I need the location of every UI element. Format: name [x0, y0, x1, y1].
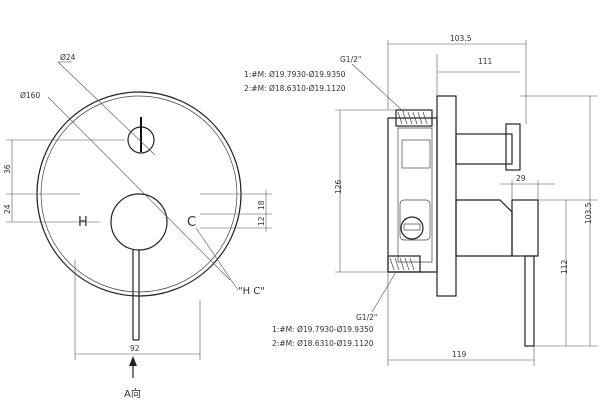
side-cover-plate	[436, 95, 457, 297]
dia160-label: Ø160	[20, 91, 40, 100]
dim-126-label: 126	[334, 179, 343, 194]
dim-92-label: 92	[130, 344, 140, 353]
mixer-handle-side	[511, 199, 539, 257]
leader-hc	[195, 227, 239, 291]
cold-marker: C	[187, 215, 196, 230]
dim-29-label: 29	[516, 174, 526, 183]
dim-111-label: 111	[478, 57, 493, 66]
valve-body-inner	[397, 127, 433, 263]
dia24-label: Ø24	[60, 53, 76, 62]
diverter-stem	[455, 133, 513, 165]
leader-thread-top	[351, 63, 405, 113]
dim-103-5-right-label: 103.5	[584, 202, 593, 224]
mixer-handle	[110, 193, 168, 251]
dim-112-label: 112	[560, 259, 569, 274]
leader-thread-bottom	[371, 271, 397, 313]
view-arrow-label: A向	[124, 387, 141, 400]
side-view: 103.5 111 126 29 103.5 112 119 G1/2" 1:#…	[244, 34, 598, 366]
front-view: Ø24 Ø160 36 24 18 12 H C "H C" 92 A向	[3, 53, 272, 400]
thread-bottom-label: G1/2"	[356, 313, 377, 322]
thread-bottom-spec-2: 2:#M: Ø18.6310-Ø19.1120	[272, 339, 374, 348]
mixer-body-side	[455, 199, 513, 257]
valve-body-outline	[387, 117, 438, 273]
view-arrow-head	[129, 356, 137, 366]
dim-36-label: 36	[3, 164, 12, 174]
hot-marker: H	[78, 215, 88, 230]
thread-top-spec-2: 2:#M: Ø18.6310-Ø19.1120	[244, 84, 346, 93]
thread-top-label: G1/2"	[340, 55, 361, 64]
outlet-port-slot	[403, 223, 421, 231]
dim-12-label: 12	[257, 216, 266, 226]
top-thread-hatch	[397, 111, 428, 125]
hc-callout: "H C"	[238, 286, 265, 297]
bottom-thread-hatch	[389, 257, 415, 271]
mixer-cartridge	[399, 199, 431, 241]
leader-dia24	[57, 61, 156, 156]
leader-dia160	[47, 96, 231, 281]
diverter-knob-side	[505, 123, 521, 171]
dim-18-label: 18	[257, 200, 266, 210]
top-thread-block	[395, 109, 433, 127]
dim-24-label: 24	[3, 204, 12, 214]
dim-103-5-top-label: 103.5	[450, 34, 472, 43]
lever-side	[524, 255, 535, 347]
diverter-cartridge	[401, 139, 431, 169]
bottom-thread-block	[387, 255, 421, 273]
thread-bottom-spec-1: 1:#M: Ø19.7930-Ø19.9350	[272, 325, 374, 334]
thread-top-spec-1: 1:#M: Ø19.7930-Ø19.9350	[244, 70, 346, 79]
outlet-port	[400, 216, 424, 240]
dim-119-label: 119	[452, 350, 467, 359]
